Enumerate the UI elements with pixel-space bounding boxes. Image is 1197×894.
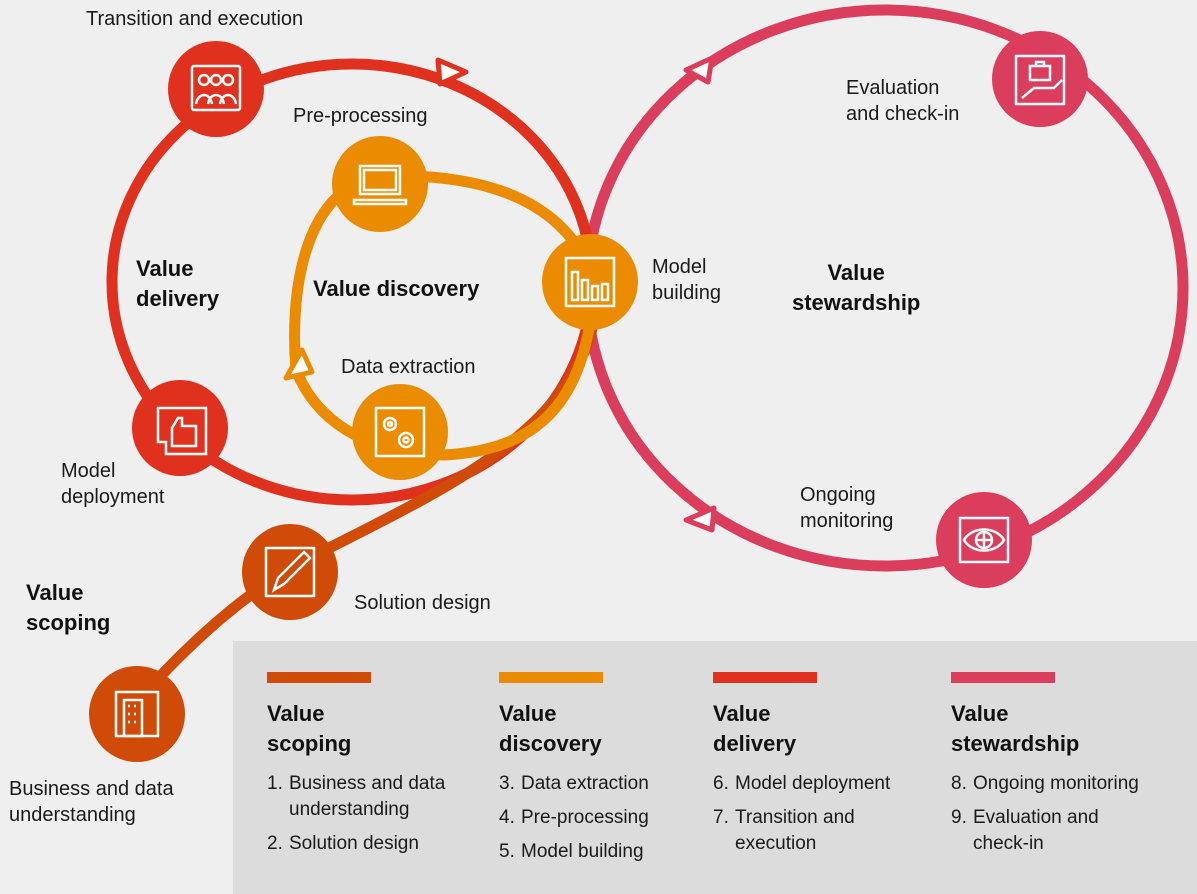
arrow-discovery — [283, 347, 315, 381]
phase-label-scoping: Value scoping — [26, 580, 111, 635]
legend-item: 8. Ongoing monitoring — [951, 771, 1139, 797]
thumbs-up-icon — [156, 406, 208, 456]
legend-item-number: 8. — [951, 773, 967, 794]
legend-item-text: Business and data understanding — [289, 773, 446, 820]
legend-column-delivery: Value delivery 6. Model deployment 7. Tran… — [713, 672, 890, 865]
legend-item-text: Model building — [521, 841, 644, 862]
legend-item: 4. Pre-processing — [499, 805, 649, 831]
legend-column-stewardship: Value stewardship 8. Ongoing monitoring 9… — [951, 672, 1139, 865]
legend-item: 3. Data extraction — [499, 771, 649, 797]
legend-item: 1. Business and data understanding — [267, 771, 445, 823]
legend-title: Value scoping — [267, 701, 352, 756]
legend-color-bar — [267, 672, 371, 683]
legend-item-number: 6. — [713, 773, 729, 794]
label-preprocessing: Pre-processing — [293, 105, 428, 127]
node-data-extraction — [352, 384, 448, 480]
node-transition — [168, 41, 264, 137]
label-model-building: Model building — [652, 256, 721, 304]
legend-item: 6. Model deployment — [713, 771, 890, 797]
legend-color-bar — [951, 672, 1055, 683]
laptop-icon — [352, 164, 408, 206]
arrow-stewardship-top — [683, 55, 715, 85]
arrow-stewardship-bottom — [683, 505, 717, 533]
bar-chart-icon — [564, 256, 616, 308]
gears-icon — [374, 406, 426, 458]
meeting-icon — [190, 64, 242, 112]
phase-label-discovery: Value discovery — [313, 276, 480, 301]
legend-color-bar — [499, 672, 603, 683]
legend-item-text: Ongoing monitoring — [973, 773, 1139, 794]
legend-item: 7. Transition and execution — [713, 805, 890, 857]
legend-list: 3. Data extraction 4. Pre-processing 5. Mod… — [499, 771, 649, 865]
legend-item-number: 5. — [499, 841, 515, 862]
legend-item-number: 1. — [267, 773, 283, 794]
legend-item-number: 9. — [951, 807, 967, 828]
briefcase-hand-icon — [1014, 54, 1066, 106]
legend-item-number: 7. — [713, 807, 729, 828]
arrow-delivery — [435, 57, 469, 87]
legend-column-discovery: Value discovery 3. Data extraction 4. Pre-… — [499, 672, 649, 873]
phase-label-delivery: Value delivery — [136, 256, 220, 311]
legend-item: 9. Evaluation and check-in — [951, 805, 1139, 857]
node-business-understanding — [89, 666, 185, 762]
legend-item-number: 3. — [499, 773, 515, 794]
legend-list: 6. Model deployment 7. Transition and exec… — [713, 771, 890, 857]
discovery-loop — [289, 169, 600, 461]
legend-item-text: Transition and execution — [735, 807, 855, 854]
building-icon — [114, 690, 160, 738]
legend-item-number: 4. — [499, 807, 515, 828]
node-evaluation — [992, 31, 1088, 127]
legend-item: 2. Solution design — [267, 831, 445, 857]
legend-title: Value discovery — [499, 701, 602, 756]
legend-item-text: Evaluation and check-in — [973, 807, 1099, 854]
label-evaluation: Evaluation and check-in — [846, 77, 960, 125]
node-solution-design — [242, 524, 338, 620]
label-solution-design: Solution design — [354, 592, 491, 614]
node-ongoing-monitoring — [936, 492, 1032, 588]
legend-list: 1. Business and data understanding 2. Solu… — [267, 771, 445, 857]
label-business-understanding: Business and data understanding — [9, 778, 174, 826]
legend-item-text: Model deployment — [735, 773, 891, 794]
pencil-icon — [264, 546, 316, 598]
label-data-extraction: Data extraction — [341, 356, 476, 378]
legend-item-number: 2. — [267, 833, 283, 854]
legend-color-bar — [713, 672, 817, 683]
legend-item-text: Data extraction — [521, 773, 649, 794]
node-model-deployment — [132, 380, 228, 476]
eye-icon — [958, 516, 1010, 564]
phase-label-stewardship: Value stewardship — [792, 260, 921, 315]
legend-list: 8. Ongoing monitoring 9. Evaluation and ch… — [951, 771, 1139, 857]
legend-title: Value stewardship — [951, 701, 1080, 756]
legend-item-text: Pre-processing — [521, 807, 649, 828]
legend-title: Value delivery — [713, 701, 797, 756]
node-preprocessing — [332, 136, 428, 232]
legend-item-text: Solution design — [289, 833, 419, 854]
legend-column-scoping: Value scoping 1. Business and data unders… — [267, 672, 445, 865]
legend-panel: Value scoping 1. Business and data unders… — [233, 641, 1197, 894]
label-transition: Transition and execution — [86, 8, 304, 30]
node-model-building — [542, 234, 638, 330]
label-ongoing-monitoring: Ongoing monitoring — [800, 484, 894, 532]
legend-item: 5. Model building — [499, 839, 649, 865]
label-model-deployment: Model deployment — [61, 460, 165, 508]
